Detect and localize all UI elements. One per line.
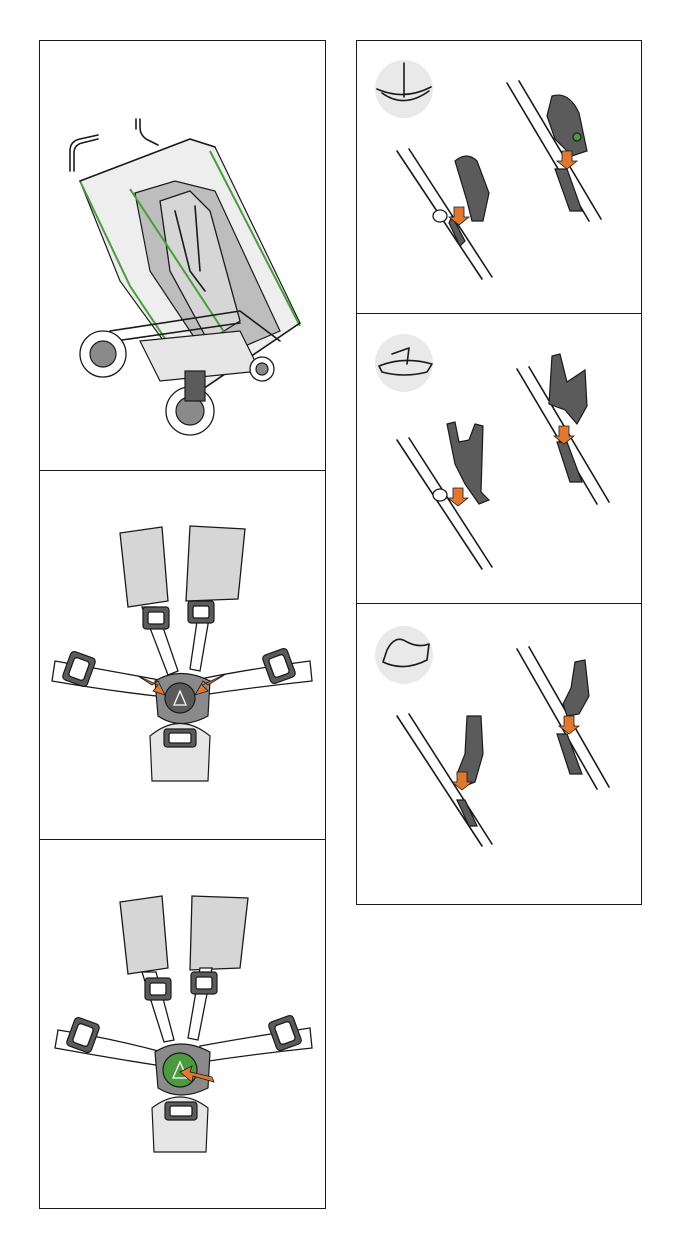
panel-harness-buckle-release xyxy=(39,839,326,1209)
panel-adapter-type-2 xyxy=(356,313,642,605)
adapter-type-3-badge xyxy=(375,626,433,684)
adapter-type-2-badge xyxy=(375,334,433,392)
panel-adapter-type-1 xyxy=(356,40,642,315)
harness-buckle-insert-icon xyxy=(40,471,325,839)
car-seat-adapter-type-1-icon xyxy=(357,41,641,314)
panel-harness-buckle-insert xyxy=(39,470,326,840)
harness-buckle-release-icon xyxy=(40,840,325,1208)
stroller-with-rain-cover-icon xyxy=(40,41,325,470)
panel-adapter-type-3 xyxy=(356,603,642,905)
car-seat-adapter-type-2-icon xyxy=(357,314,641,604)
car-seat-adapter-type-3-icon xyxy=(357,604,641,904)
panel-stroller-rain-cover xyxy=(39,40,326,471)
